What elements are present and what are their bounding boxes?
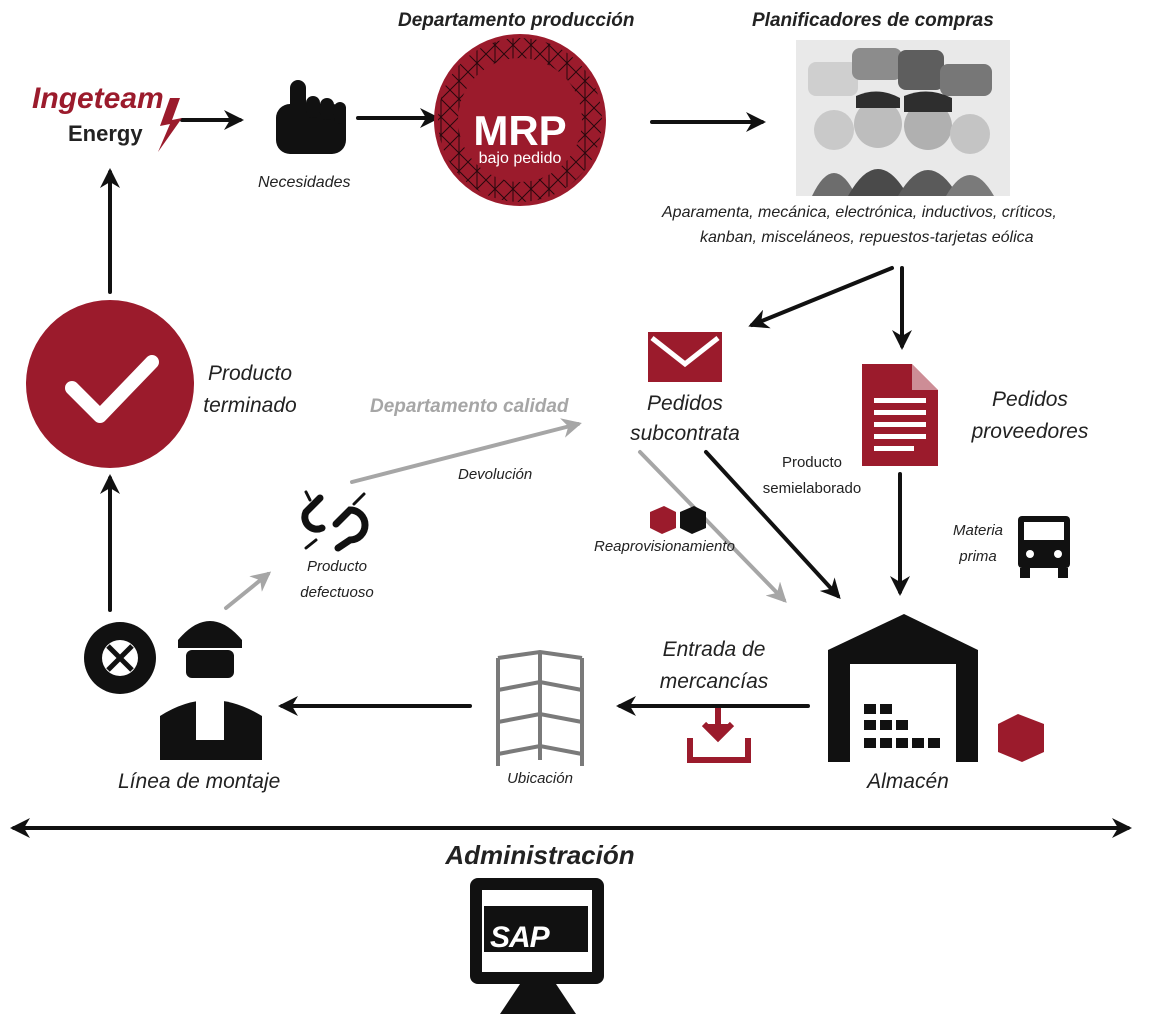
- planners-header: Planificadores de compras: [752, 10, 994, 31]
- checkmark-icon: [26, 300, 194, 468]
- planners-categories-line1: Aparamenta, mecánica, electrónica, induc…: [662, 204, 1057, 221]
- boxes-icon: [650, 506, 706, 534]
- download-tray-icon: [687, 708, 751, 763]
- planners-illustration: [796, 40, 1010, 196]
- subcontract-label-line1: Pedidos: [647, 392, 723, 415]
- flow-arrows: [10, 108, 1132, 838]
- finished-label-line2: terminado: [203, 394, 297, 417]
- defective-label-line2: defectuoso: [300, 584, 374, 601]
- document-icon: [862, 364, 938, 466]
- envelope-icon: [648, 332, 722, 382]
- pointing-hand-icon: [276, 80, 346, 154]
- raw-label-line1: Materia: [952, 522, 1004, 539]
- subcontract-label-line2: subcontrata: [630, 422, 740, 445]
- mrp-circle: [434, 34, 606, 206]
- brand-name: Ingeteam: [32, 82, 164, 115]
- warehouse-label: Almacén: [867, 770, 949, 793]
- planners-categories-line2: kanban, misceláneos, repuestos-tarjetas …: [700, 229, 1034, 246]
- semi-label-line1: Producto: [781, 454, 843, 471]
- arrow-subcontract-to-warehouse: [704, 450, 841, 599]
- admin-label: Administración: [445, 840, 635, 870]
- raw-label-line2: prima: [959, 548, 997, 565]
- worker-icon: [84, 621, 262, 760]
- goods-in-label-line1: Entrada de: [662, 638, 766, 661]
- mrp-header: Departamento producción: [398, 10, 635, 31]
- broken-link-icon: [301, 490, 369, 552]
- defective-label-line1: Producto: [306, 558, 368, 575]
- suppliers-label-line2: proveedores: [971, 420, 1089, 443]
- semi-label-line2: semielaborado: [762, 480, 862, 497]
- goods-in-label-line2: mercancías: [659, 670, 769, 693]
- arrow-replenish-to-warehouse: [638, 450, 787, 603]
- monitor-icon: [470, 878, 604, 1014]
- warehouse-icon: [828, 614, 1044, 762]
- bolt-icon: [158, 98, 182, 152]
- brand-subtitle: Energy: [68, 121, 143, 146]
- mrp-title: MRP: [473, 107, 567, 154]
- replenish-label: Reaprovisionamiento: [594, 538, 735, 555]
- finished-label-line1: Producto: [207, 362, 293, 385]
- suppliers-label-line1: Pedidos: [992, 388, 1068, 411]
- truck-icon: [1018, 516, 1070, 578]
- arrow-assembly-to-defective: [224, 571, 272, 610]
- mrp-subtitle: bajo pedido: [478, 150, 562, 167]
- arrow-defective-to-subcontract: [350, 418, 582, 484]
- needs-label: Necesidades: [258, 174, 351, 191]
- location-label: Ubicación: [507, 770, 573, 787]
- quality-label: Departamento calidad: [370, 396, 569, 417]
- return-label: Devolución: [458, 466, 533, 483]
- sap-logo: SAP: [490, 921, 550, 954]
- shelf-icon: [496, 649, 584, 766]
- assembly-label: Línea de montaje: [118, 770, 281, 793]
- arrow-planners-to-subcontract: [748, 266, 894, 329]
